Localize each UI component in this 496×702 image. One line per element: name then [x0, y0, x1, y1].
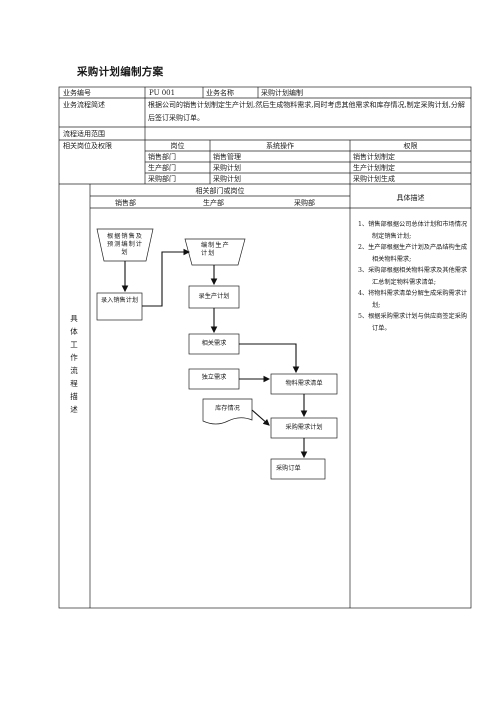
- code-label: 业务编号: [63, 89, 91, 97]
- roles-cell: 采购部门: [148, 175, 176, 183]
- dept-production: 生产部: [203, 199, 224, 207]
- name-label: 业务名称: [206, 89, 234, 97]
- flow-node-production-plan: [184, 238, 246, 266]
- roles-cell: 销售计划制定: [353, 153, 395, 161]
- flow-text-enter-production-plan: 录生产计划: [198, 293, 230, 300]
- flow-node-inventory: [202, 398, 253, 425]
- description-item: 4、将物料需求清单分解生成采购需求计划;: [358, 290, 468, 309]
- flow-text-enter-sales-plan: 录入销售计划: [101, 297, 139, 304]
- summary-label: 业务流程简述: [63, 101, 105, 109]
- roles-cell: 采购计划: [213, 164, 241, 172]
- flow-text-independent-demand: 独立需求: [201, 374, 227, 381]
- roles-cell: 采购计划生成: [353, 175, 395, 183]
- scope-label: 流程适用范围: [63, 130, 105, 138]
- flow-text-sales-plan: 根据销售及预测编制计划: [107, 233, 143, 256]
- workflow-side-label: 具体工作流程描述: [70, 314, 78, 414]
- dept-sales: 销售部: [115, 199, 136, 207]
- name-value: 采购计划编制: [261, 89, 303, 97]
- description-item: 3、采购部根据相关物料需求及其他需求汇总制定物料需求清单;: [358, 267, 468, 286]
- flow-text-purchase-order: 采购订单: [276, 465, 301, 472]
- roles-cell: 生产计划制定: [353, 164, 395, 172]
- roles-label: 相关岗位及权限: [63, 142, 112, 150]
- description-item: 1、销售部根据公司总体计划和市场情况制定销售计划;: [358, 221, 468, 240]
- flow-node-purchase-order: [270, 458, 326, 480]
- roles-header-post: 岗位: [170, 142, 185, 150]
- flow-text-inventory: 库存情况: [215, 405, 240, 412]
- flow-node-sales-plan: [96, 228, 154, 262]
- roles-cell: 销售管理: [213, 153, 241, 161]
- description-item: 2、生产部根据生产计划及产品结构生成相关物料需求;: [358, 244, 468, 263]
- desc-header: 具体描述: [396, 194, 425, 202]
- code-value: PU 001: [149, 89, 176, 97]
- page-title: 采购计划编制方案: [77, 66, 164, 78]
- dept-purchasing: 采购部: [294, 199, 315, 207]
- flow-text-purchase-demand-plan: 采购需求计划: [285, 424, 323, 431]
- roles-cell: 生产部门: [148, 164, 176, 172]
- flow-text-material-list: 物料需求清单: [285, 380, 323, 387]
- roles-cell: 销售部门: [148, 153, 176, 161]
- roles-cell: 采购计划: [213, 175, 241, 183]
- dept-header: 相关部门或岗位: [195, 187, 245, 195]
- description-item: 5、根据采购需求计划与供应商签定采购订单。: [358, 313, 468, 332]
- flow-text-production-plan: 编制生产计划: [201, 242, 230, 257]
- summary-text: 根据公司的销售计划制定生产计划,然后生成物料需求,同时考虑其他需求和库存情况,制…: [148, 101, 465, 122]
- roles-header-permission: 权限: [403, 142, 418, 150]
- description-list: 1、销售部根据公司总体计划和市场情况制定销售计划; 2、生产部根据生产计划及产品…: [358, 219, 470, 334]
- flow-node-enter-sales-plan: [96, 292, 143, 321]
- flow-text-related-demand: 相关需求: [201, 340, 227, 347]
- roles-header-operation: 系统操作: [266, 142, 294, 150]
